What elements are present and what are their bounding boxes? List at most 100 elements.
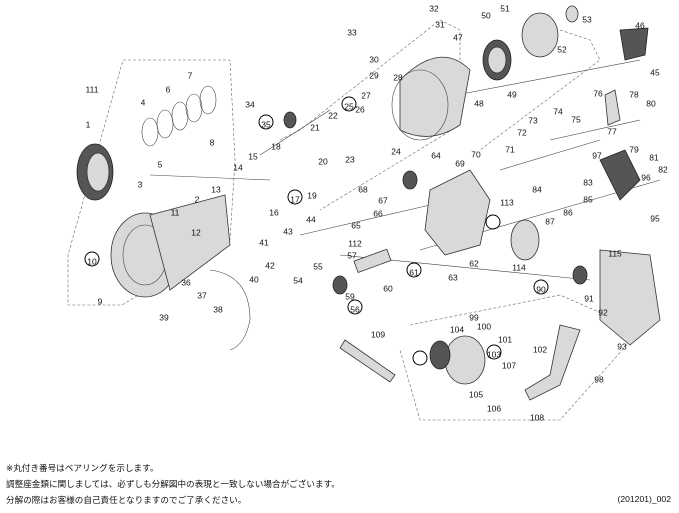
part-label-42: 42 [265,260,275,270]
part-label-55: 55 [313,261,323,271]
part-label-10: 10 [87,256,97,266]
part-label-41: 41 [259,237,269,247]
part-label-83: 83 [583,177,593,187]
part-label-95: 95 [650,213,660,223]
part-label-79: 79 [629,144,639,154]
part-label-109: 109 [371,329,385,339]
note-disassembly: 分解の際はお客様の自己責任となりますのでご了承ください。 [6,496,247,506]
part-label-84: 84 [532,184,542,194]
part-label-33: 33 [347,27,357,37]
part-label-53: 53 [582,14,592,24]
part-label-102: 102 [533,344,547,354]
part-label-52: 52 [557,44,567,54]
note-bearing: ※丸付き番号はベアリングを示します。 [6,464,159,474]
part-label-71: 71 [505,144,515,154]
part-label-112: 112 [348,238,362,248]
part-label-96: 96 [641,172,651,182]
part-label-78: 78 [629,89,639,99]
part-label-22: 22 [328,110,338,120]
part-label-61: 61 [409,267,419,277]
part-label-63: 63 [448,272,458,282]
part-label-44: 44 [306,214,316,224]
part-label-7: 7 [188,70,193,80]
part-label-92: 92 [598,307,608,317]
part-label-27: 27 [361,90,371,100]
part-label-25: 25 [344,101,354,111]
part-label-82: 82 [658,164,668,174]
part-label-45: 45 [650,67,660,77]
part-shapes [76,5,661,401]
part-label-80: 80 [646,98,656,108]
part-label-39: 39 [159,312,169,322]
part-label-56: 56 [350,304,360,314]
part-label-75: 75 [571,114,581,124]
part-label-54: 54 [293,275,303,285]
part-label-6: 6 [166,84,171,94]
part-label-12: 12 [191,227,201,237]
part-label-30: 30 [369,54,379,64]
part-label-73: 73 [528,115,538,125]
part-label-62: 62 [469,258,479,268]
part-label-114: 114 [512,262,526,272]
part-label-31: 31 [435,19,445,29]
part-label-11: 11 [171,207,180,217]
part-label-103: 103 [487,349,501,359]
part-label-19: 19 [307,190,317,200]
note-washers: 調整座金類に関しましては、必ずしも分解図中の表現と一致しない場合がございます。 [6,480,340,490]
part-label-37: 37 [197,290,207,300]
part-label-43: 43 [283,226,293,236]
part-label-3: 3 [138,179,143,189]
part-label-23: 23 [345,154,355,164]
part-label-85: 85 [583,194,593,204]
part-label-74: 74 [553,106,563,116]
part-label-60: 60 [383,283,393,293]
part-label-91: 91 [584,293,594,303]
part-label-47: 47 [453,32,463,42]
part-label-29: 29 [369,70,379,80]
part-label-97: 97 [592,150,602,160]
part-label-20: 20 [318,156,328,166]
part-label-90: 90 [536,284,546,294]
part-label-14: 14 [233,162,243,172]
part-label-98: 98 [594,374,604,384]
part-label-76: 76 [593,88,603,98]
part-label-69: 69 [455,158,465,168]
part-label-106: 106 [487,403,501,413]
part-label-40: 40 [249,274,259,284]
part-label-108: 108 [530,412,544,422]
part-label-99: 99 [469,312,479,322]
part-label-15: 15 [248,151,258,161]
exploded-parts-diagram: 1234567891011121314151617181920212223242… [67,3,668,422]
part-label-86: 86 [563,207,573,217]
part-label-48: 48 [474,98,484,108]
part-label-67: 67 [378,195,388,205]
part-label-77: 77 [607,126,617,136]
part-label-50: 50 [481,10,491,20]
part-label-13: 13 [211,184,221,194]
part-label-8: 8 [210,137,215,147]
part-label-24: 24 [391,146,401,156]
part-label-2: 2 [195,194,200,204]
part-label-115: 115 [608,248,622,258]
part-label-16: 16 [269,207,279,217]
part-label-87: 87 [545,216,555,226]
part-label-93: 93 [617,341,627,351]
part-label-4: 4 [141,97,146,107]
part-label-57: 57 [347,250,357,260]
part-label-38: 38 [213,304,223,314]
part-label-18: 18 [271,141,281,151]
part-label-21: 21 [310,122,320,132]
part-label-26: 26 [355,104,365,114]
part-label-68: 68 [358,184,368,194]
part-label-51: 51 [500,3,510,13]
part-label-9: 9 [98,296,103,306]
part-label-81: 81 [649,152,659,162]
part-label-49: 49 [507,89,517,99]
bearing-markers [84,96,549,366]
part-label-72: 72 [517,127,527,137]
part-labels: 1234567891011121314151617181920212223242… [86,3,668,422]
part-label-105: 105 [469,389,483,399]
part-label-46: 46 [635,20,645,30]
part-label-35: 35 [261,119,271,129]
part-label-59: 59 [345,291,355,301]
